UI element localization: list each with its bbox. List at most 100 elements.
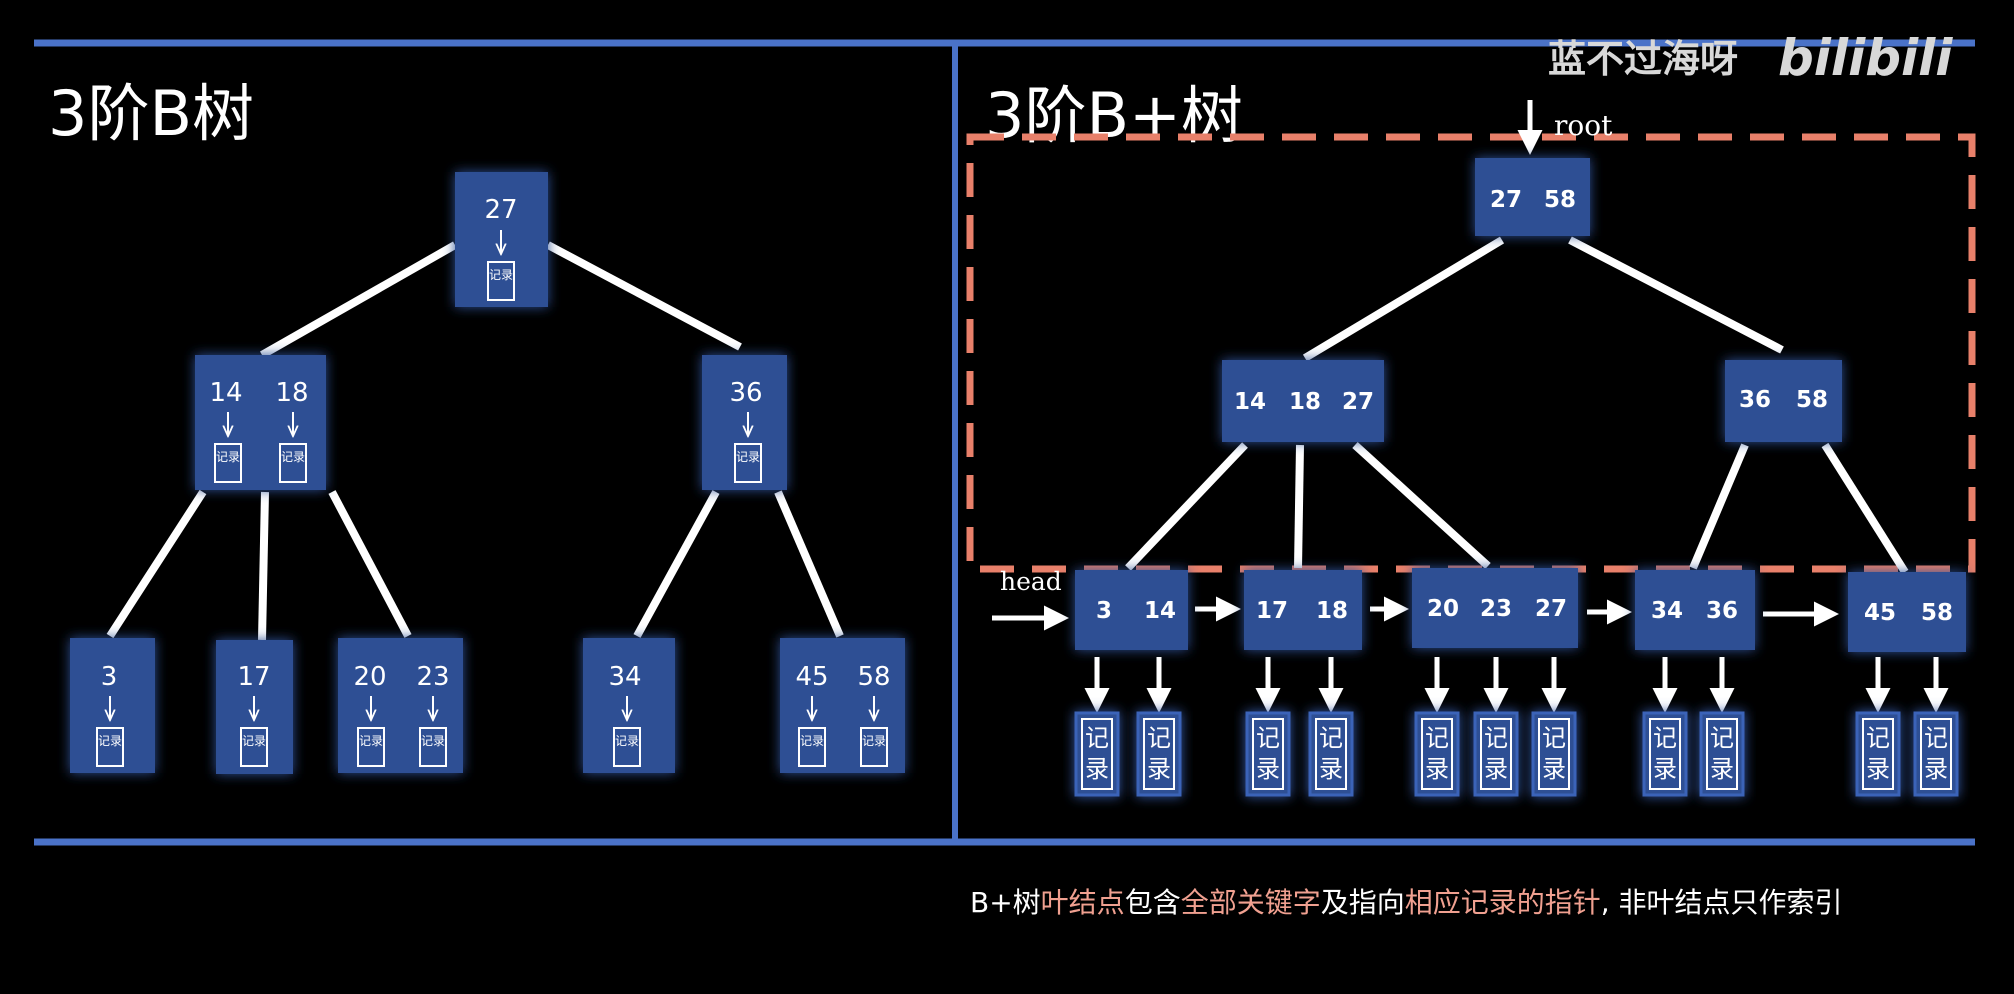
record-box-inner — [1538, 718, 1570, 790]
bplus-leaf-b5: 45 58 — [1848, 572, 1966, 652]
record-label: 记录 — [1147, 724, 1171, 783]
record-label: 记录 — [615, 734, 639, 748]
bplus-edges — [1125, 236, 1909, 575]
caption-segment-highlight: 全部关键字 — [1181, 886, 1321, 919]
bplus-key: 3 — [1096, 598, 1112, 624]
btree-node-leaf2: 17 记录 — [216, 640, 293, 774]
caption-segment-highlight: 叶结点 — [1041, 886, 1125, 919]
btree-node-l1: 14 18 记录 记录 — [195, 355, 326, 490]
record-box — [860, 727, 888, 767]
record-box — [487, 261, 515, 301]
record-box-inner — [1421, 718, 1453, 790]
bplus-leaf-b2: 17 18 — [1244, 570, 1362, 650]
bplus-key: 14 — [1144, 598, 1176, 624]
record-label: 记录 — [736, 450, 760, 464]
bplus-key: 34 — [1651, 598, 1683, 624]
record-box-inner — [1143, 718, 1175, 790]
bplus-leaf-b1: 3 14 — [1075, 570, 1188, 650]
btree-key: 23 — [416, 662, 449, 692]
record-label: 记录 — [800, 734, 824, 748]
record-box-inner — [1315, 718, 1347, 790]
record-box — [798, 727, 826, 767]
bplus-key: 27 — [1535, 596, 1567, 622]
watermark-author: 蓝不过海呀 — [1548, 37, 1738, 81]
caption: B+树叶结点包含全部关键字及指向相应记录的指针, 非叶结点只作索引 — [970, 886, 1843, 919]
record-label: 记录 — [1425, 724, 1449, 783]
bplus-key: 18 — [1289, 389, 1321, 415]
record-label: 记录 — [1866, 724, 1890, 783]
record-box — [96, 727, 124, 767]
btree-key: 3 — [101, 662, 118, 692]
btree-key: 45 — [795, 662, 828, 692]
record-label: 记录 — [242, 734, 266, 748]
record-label: 记录 — [1710, 724, 1734, 783]
bplus-key: 27 — [1342, 389, 1374, 415]
btree-key: 36 — [729, 378, 762, 408]
btree-key: 20 — [353, 662, 386, 692]
bplus-node-i1: 14 18 27 — [1222, 360, 1384, 442]
record-label: 记录 — [216, 450, 240, 464]
btree-node-leaf3: 20 23 记录 记录 — [338, 638, 463, 773]
btree-key: 17 — [237, 662, 270, 692]
bplus-leaf-b4: 34 36 — [1635, 570, 1755, 650]
btree-key: 27 — [484, 195, 517, 225]
record-box — [214, 443, 242, 483]
record-box-inner — [1920, 718, 1952, 790]
bilibili-logo: bilibili — [1778, 29, 1953, 87]
bplus-key: 36 — [1706, 598, 1738, 624]
btree-node-leaf4: 34 记录 — [583, 638, 675, 773]
left-title: 3阶B树 — [48, 77, 254, 150]
record-label: 记录 — [1256, 724, 1280, 783]
bplus-key: 58 — [1921, 600, 1953, 626]
btree-key: 58 — [857, 662, 890, 692]
bplus-key: 17 — [1256, 598, 1288, 624]
record-box-inner — [1706, 718, 1738, 790]
record-box — [613, 727, 641, 767]
record-box-inner — [1862, 718, 1894, 790]
caption-segment: , 非叶结点只作索引 — [1601, 886, 1843, 919]
btree-key: 34 — [608, 662, 641, 692]
bplus-key: 18 — [1316, 598, 1348, 624]
record-label: 记录 — [1542, 724, 1566, 783]
leaf-link-arrows — [1195, 596, 1839, 627]
caption-segment: 及指向 — [1321, 886, 1405, 919]
bplus-key: 36 — [1739, 387, 1771, 413]
record-label: 记录 — [1924, 724, 1948, 783]
record-label: 记录 — [1085, 724, 1109, 783]
record-label: 记录 — [1653, 724, 1677, 783]
index-region-dashed-box — [966, 133, 1976, 573]
btree-key: 14 — [209, 378, 242, 408]
bplus-node-root: 27 58 — [1475, 158, 1590, 236]
record-box-inner — [1480, 718, 1512, 790]
caption-segment: 包含 — [1125, 886, 1181, 919]
bplus-key: 20 — [1427, 596, 1459, 622]
bplus-node-i2: 36 58 — [1725, 360, 1842, 442]
btree-key: 18 — [275, 378, 308, 408]
caption-segment: B+树 — [970, 886, 1041, 919]
record-box-inner — [1649, 718, 1681, 790]
record-box-inner — [1081, 718, 1113, 790]
record-label: 记录 — [489, 268, 513, 282]
record-label: 记录 — [281, 450, 305, 464]
right-title: 3阶B+树 — [985, 79, 1243, 152]
bplus-leaf-b3: 20 23 27 — [1412, 568, 1578, 648]
caption-segment-highlight: 相应记录的指针 — [1405, 886, 1601, 919]
bplus-key: 58 — [1544, 187, 1576, 213]
btree-node-root: 27 记录 — [455, 172, 548, 307]
record-box — [357, 727, 385, 767]
bplus-key: 45 — [1864, 600, 1896, 626]
bplus-key: 23 — [1480, 596, 1512, 622]
record-box — [279, 443, 307, 483]
record-box — [419, 727, 447, 767]
btree-node-r1: 36 记录 — [702, 355, 787, 490]
bplus-key: 27 — [1490, 187, 1522, 213]
bplus-key: 58 — [1796, 387, 1828, 413]
record-box — [240, 727, 268, 767]
btree-node-leaf1: 3 记录 — [70, 638, 155, 773]
record-label: 记录 — [359, 734, 383, 748]
record-label: 记录 — [1319, 724, 1343, 783]
record-label: 记录 — [1484, 724, 1508, 783]
root-label: root — [1554, 109, 1613, 142]
bplus-key: 14 — [1234, 389, 1266, 415]
